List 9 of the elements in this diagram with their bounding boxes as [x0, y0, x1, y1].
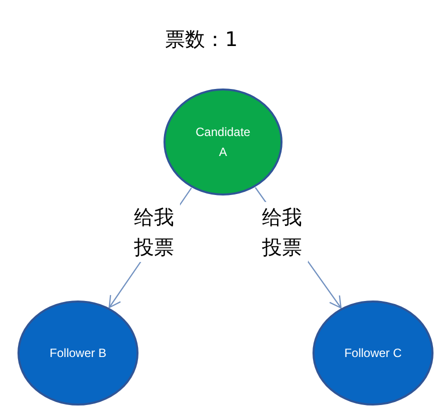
edge-label: 给我投票 — [262, 202, 308, 262]
node-ellipse — [163, 88, 283, 196]
node-label: Follower B — [48, 345, 108, 362]
node-label: Follower C — [343, 345, 403, 362]
node-label: Candidate A — [194, 124, 252, 161]
vote-count: 票数：1 — [165, 26, 238, 53]
edge-label: 给我投票 — [134, 202, 180, 262]
node-ellipse — [312, 300, 434, 406]
node-ellipse — [17, 300, 139, 406]
